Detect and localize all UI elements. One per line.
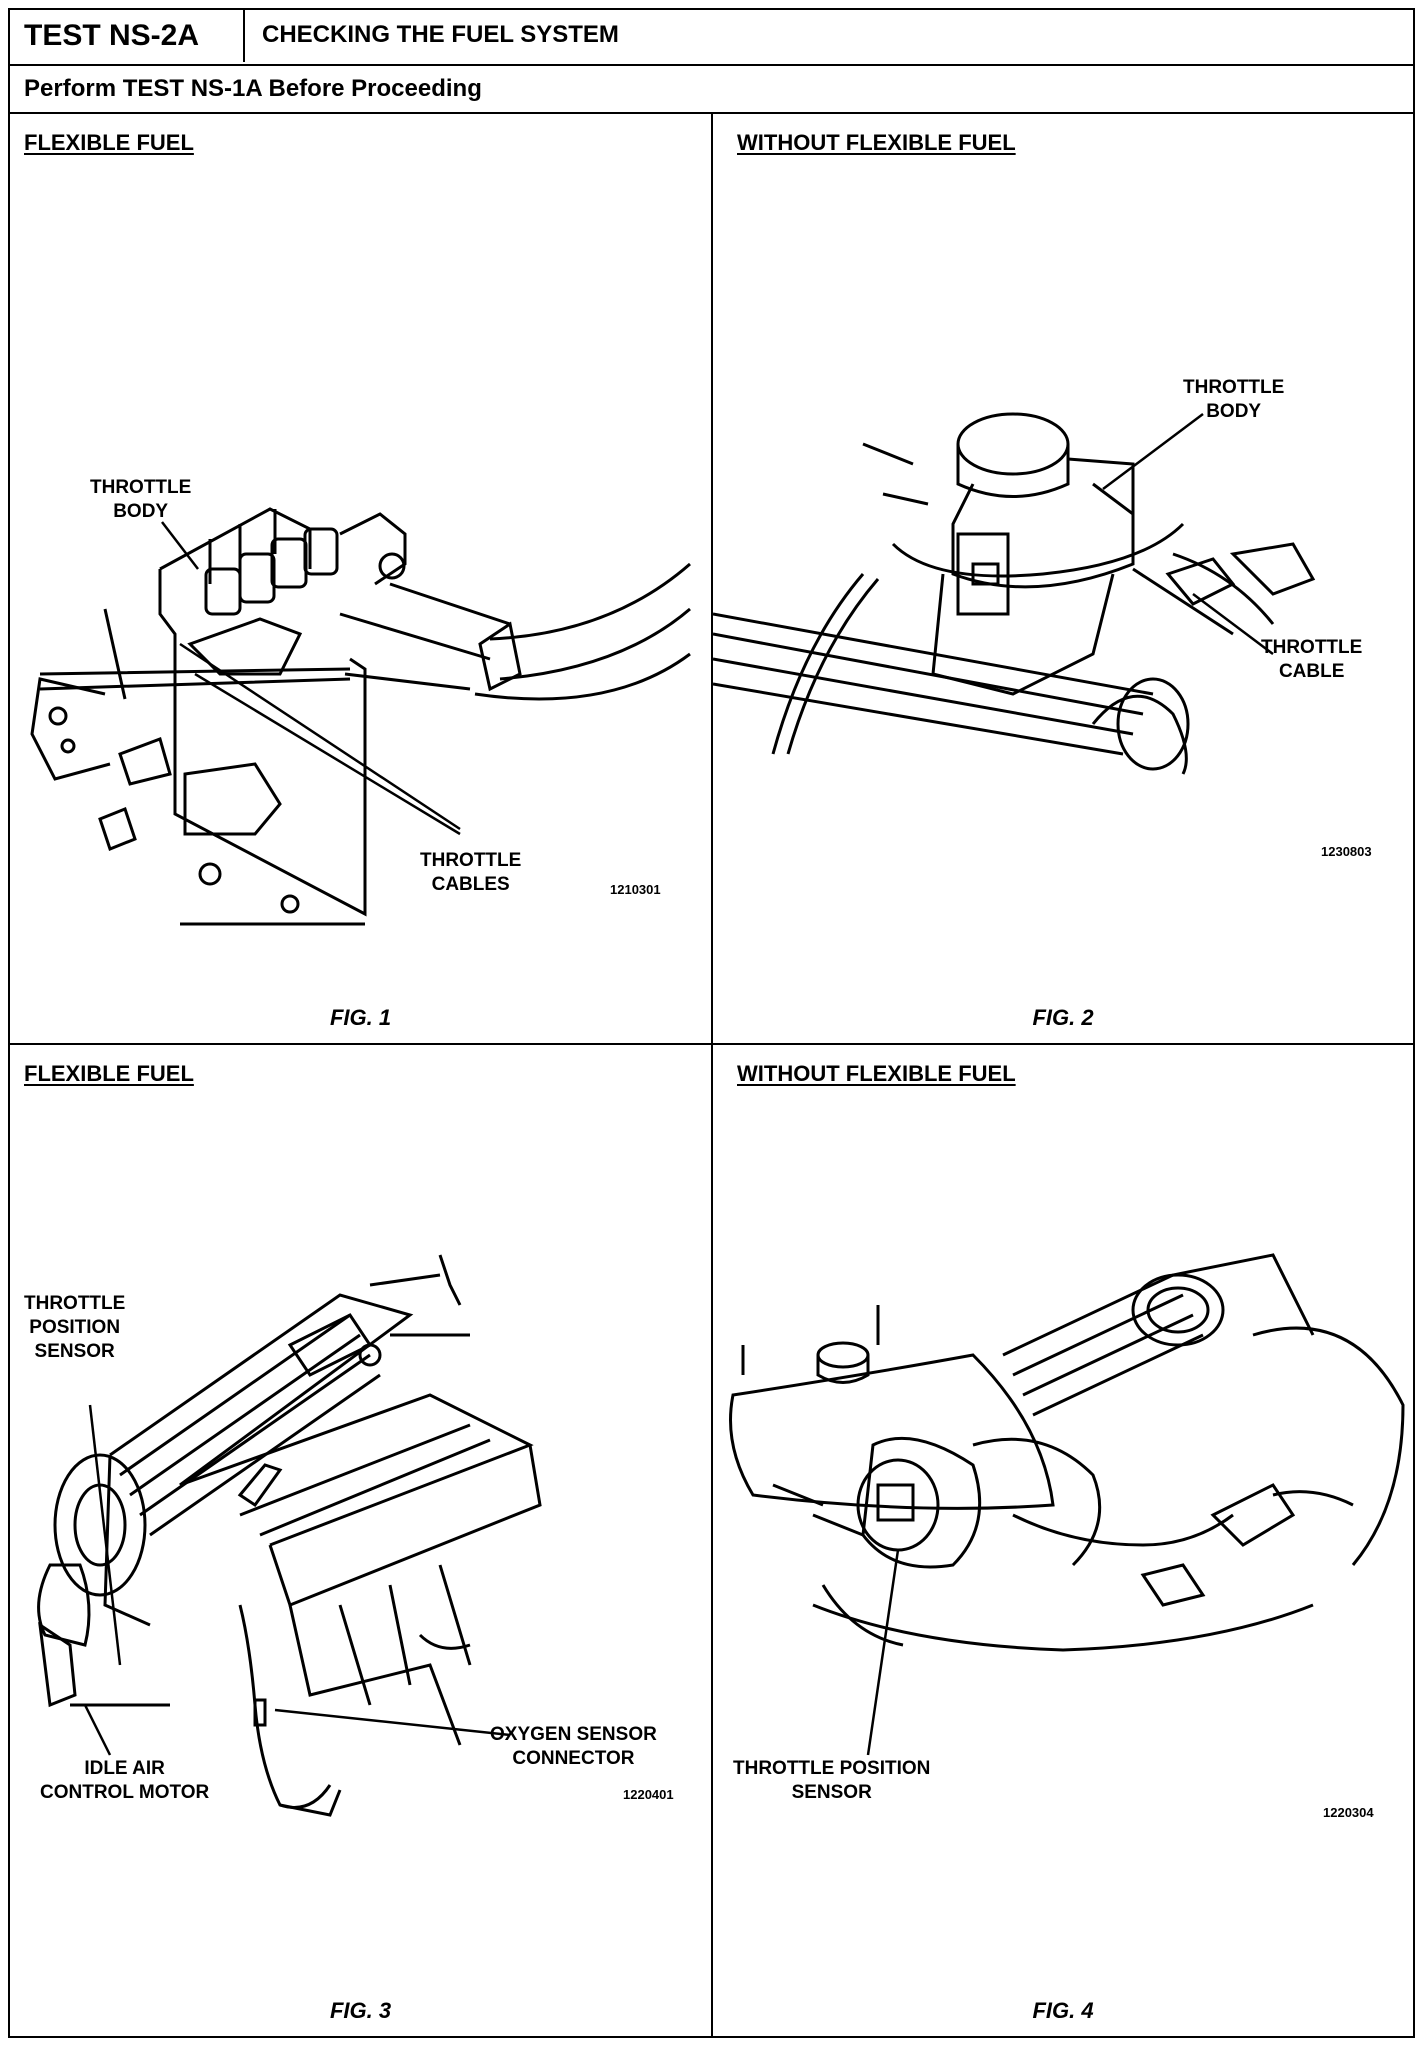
panel-fig-1: FLEXIBLE FUEL — [10, 114, 713, 1045]
label-throttle-position-sensor: THROTTLE POSITION SENSOR — [733, 1758, 931, 1803]
figure-caption: FIG. 4 — [1032, 1998, 1094, 2023]
label-throttle-cables: THROTTLE CABLES — [420, 850, 522, 895]
figure-code: 1210301 — [610, 882, 661, 897]
figure-code: 1220401 — [623, 1787, 674, 1802]
figure-caption: FIG. 1 — [329, 1005, 392, 1030]
panel-fig-3: FLEXIBLE FUEL — [10, 1045, 713, 2036]
label-idle-air-control-motor: IDLE AIR CONTROL MOTOR — [40, 1758, 210, 1803]
figure-code: 1220304 — [1323, 1805, 1374, 1820]
panel-heading: WITHOUT FLEXIBLE FUEL — [737, 1061, 1016, 1086]
panel-heading: WITHOUT FLEXIBLE FUEL — [737, 130, 1016, 155]
test-sheet: TEST NS-2A CHECKING THE FUEL SYSTEM Perf… — [8, 8, 1415, 2038]
figure-code: 1230803 — [1321, 844, 1372, 859]
label-oxygen-sensor-connector: OXYGEN SENSOR CONNECTOR — [490, 1724, 657, 1769]
label-throttle-body: THROTTLE BODY — [1183, 377, 1285, 422]
panel-fig-4: WITHOUT FLEXIBLE FUEL — [713, 1045, 1413, 2036]
label-throttle-body: THROTTLE BODY — [90, 477, 192, 522]
test-instruction: Perform TEST NS-1A Before Proceeding — [10, 64, 1413, 114]
throttle-body-illustration — [713, 114, 1411, 1043]
label-throttle-cable: THROTTLE CABLE — [1261, 637, 1363, 682]
test-header: TEST NS-2A CHECKING THE FUEL SYSTEM — [10, 10, 1413, 66]
panel-heading: FLEXIBLE FUEL — [24, 130, 194, 155]
panel-fig-2: WITHOUT FLEXIBLE FUEL — [713, 114, 1413, 1045]
label-throttle-position-sensor: THROTTLE POSITION SENSOR — [24, 1293, 126, 1362]
figure-caption: FIG. 3 — [329, 1998, 392, 2023]
engine-illustration — [10, 1045, 711, 2034]
engine-illustration — [713, 1045, 1411, 2034]
panel-heading: FLEXIBLE FUEL — [24, 1061, 194, 1086]
test-title: CHECKING THE FUEL SYSTEM — [262, 21, 619, 48]
figure-caption: FIG. 2 — [1032, 1005, 1094, 1030]
throttle-body-illustration — [10, 114, 711, 1043]
test-id: TEST NS-2A — [10, 10, 245, 62]
